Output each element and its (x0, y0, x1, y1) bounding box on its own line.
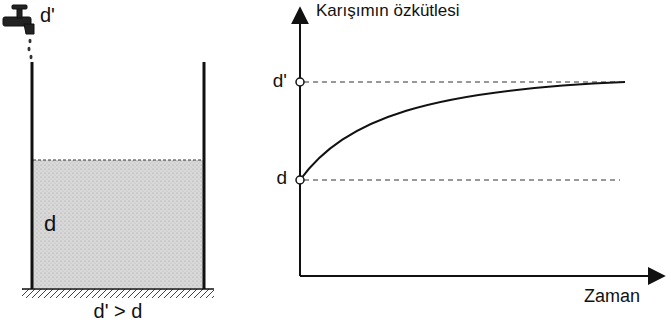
liquid-density: d (44, 212, 56, 236)
density-relation: d' > d (94, 300, 143, 322)
ground (22, 289, 214, 298)
y-tick-label: d' (273, 71, 287, 92)
y-tick-label: d (276, 168, 287, 189)
tap-density: d' (40, 4, 55, 26)
tap (3, 5, 34, 59)
x-axis-title: Zaman (584, 287, 640, 307)
container (22, 62, 214, 298)
density-curve (300, 82, 625, 180)
liquid (33, 160, 203, 288)
y-axis-title: Karışımın özkütlesi (316, 2, 460, 21)
graph (296, 8, 664, 276)
